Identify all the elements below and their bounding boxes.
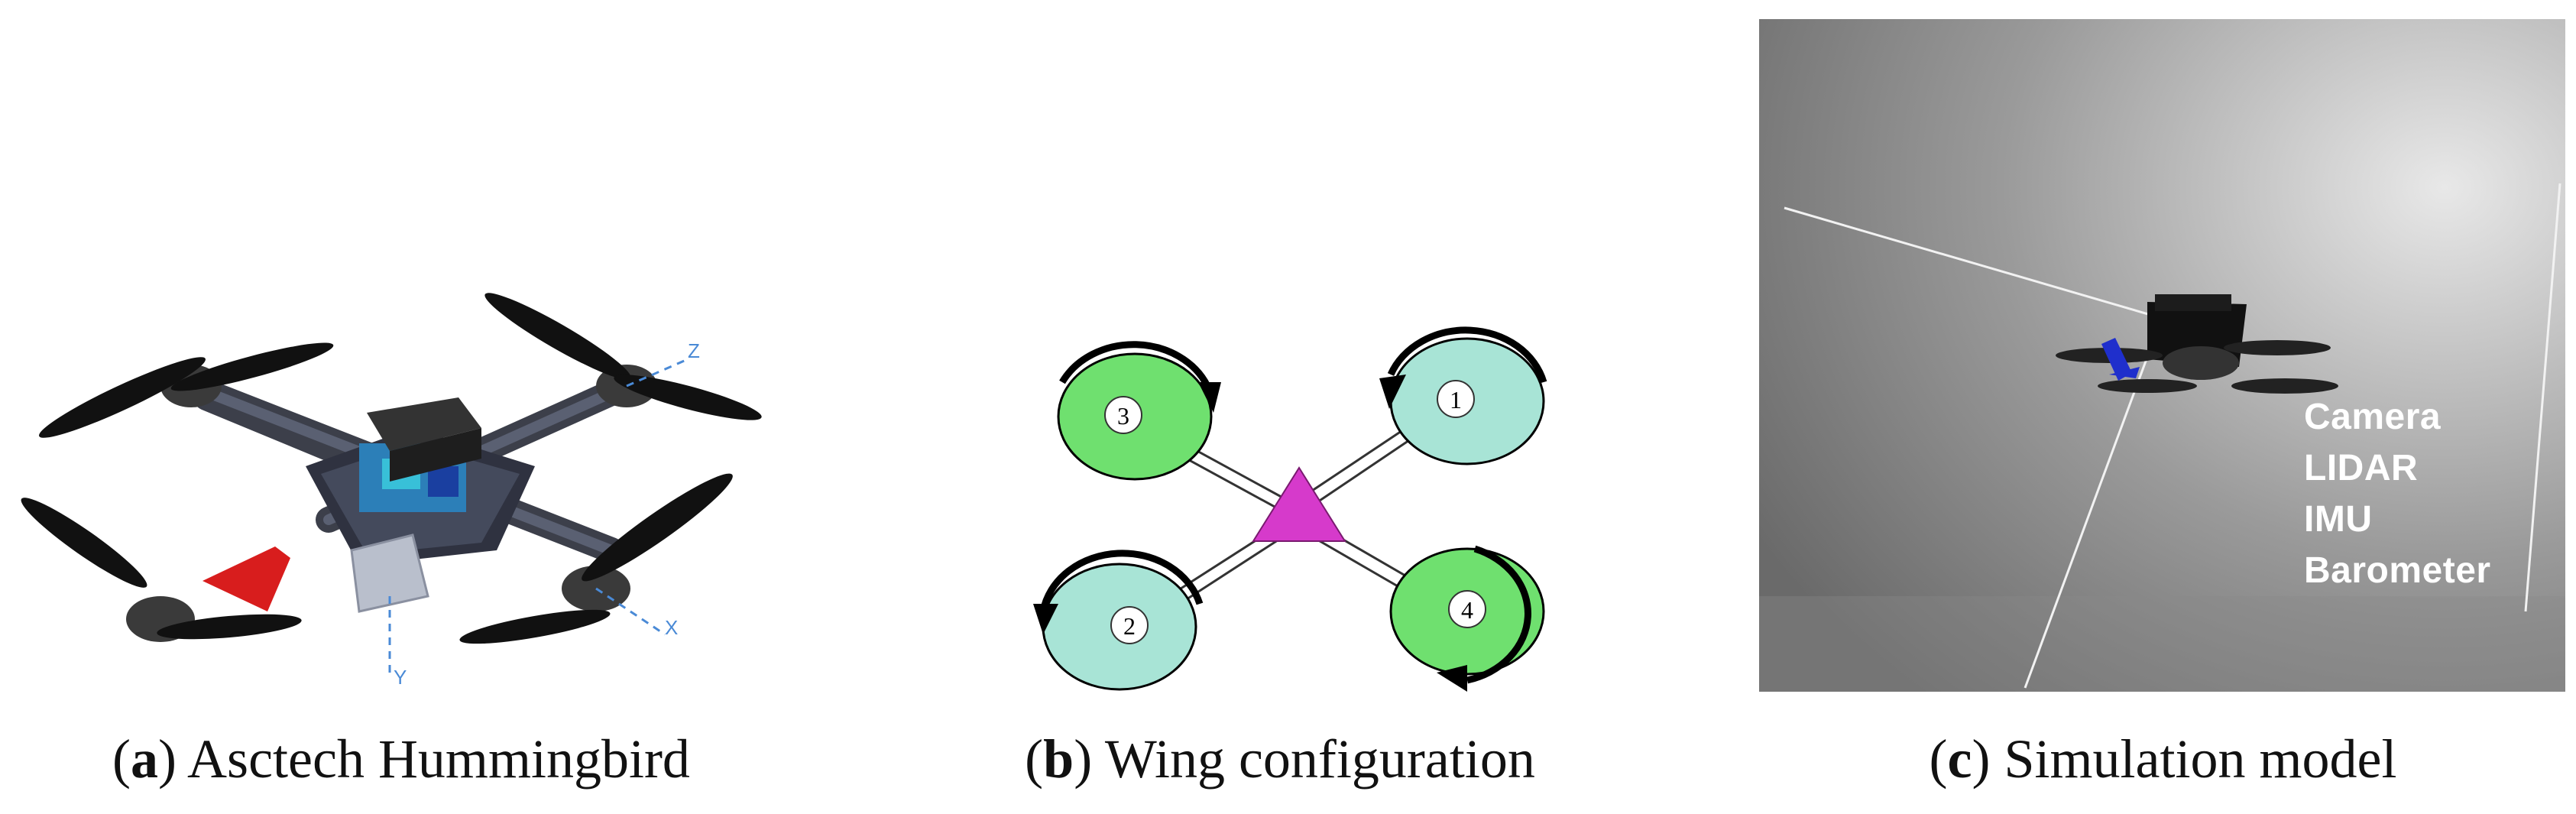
hummingbird-drone-illustration: Z X Y [21,293,762,689]
rotor-4: 4 [1389,545,1545,692]
sensor-label-lidar: LIDAR [2304,448,2419,488]
caption-a: (a) Asctech Hummingbird [112,728,690,790]
caption-b-letter: b [1043,728,1074,790]
simulation-render [1759,19,2565,692]
caption-b-text: Wing configuration [1104,728,1535,790]
figure-b-panel: 3 1 2 4 (b) Wing configuration [917,0,1643,814]
figure-a-panel: Z X Y (a) Asctech Hummingbird [0,0,802,814]
axis-x-label: X [665,616,678,639]
rotor-2-label: 2 [1123,612,1136,640]
wing-configuration-diagram: 3 1 2 4 [1033,326,1547,692]
caption-a-text: Asctech Hummingbird [187,728,690,790]
body-triangle [1252,466,1346,542]
caption-c: (c) Simulation model [1929,728,2397,790]
rotor-4-label: 4 [1461,596,1473,624]
caption-b: (b) Wing configuration [1025,728,1535,790]
rotor-3: 3 [1057,341,1221,481]
sensor-label-barometer: Barometer [2304,550,2491,591]
caption-a-letter: a [131,728,159,790]
caption-c-letter: c [1947,728,1972,790]
rotor-1: 1 [1379,326,1547,465]
sensor-label-camera: Camera [2304,397,2442,437]
rotor-3-label: 3 [1117,402,1129,430]
axis-y-label: Y [394,666,407,689]
rotor-2: 2 [1033,550,1204,691]
axis-z-label: Z [688,339,700,362]
rotor-1-label: 1 [1450,386,1462,413]
figure-c-panel: Camera LIDAR IMU Barometer (c) Simulatio… [1750,0,2576,814]
caption-c-text: Simulation model [2004,728,2397,790]
sensor-label-imu: IMU [2304,499,2373,540]
